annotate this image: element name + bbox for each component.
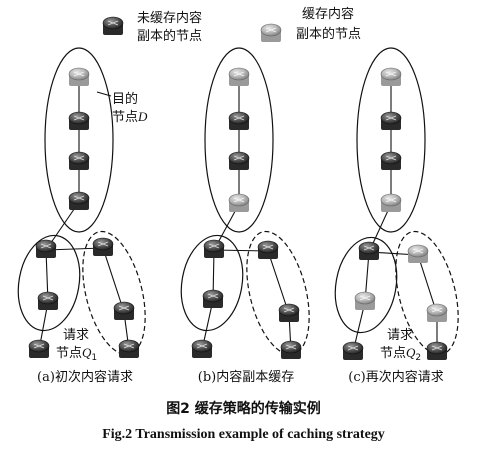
- request-a-label-line2: 节点Q1: [56, 345, 97, 363]
- router-node-c2: [380, 151, 402, 171]
- router-node-b1: [228, 111, 250, 131]
- request-node-q1: [28, 339, 50, 359]
- path-ellipse-b: [204, 47, 274, 233]
- legend-uncached-label-line2: 副本的节点: [137, 28, 202, 44]
- request-path-ellipse-a: [17, 234, 81, 332]
- router-node-b8: [191, 339, 213, 359]
- request-c-label-line1: 请求: [387, 328, 413, 343]
- target-label-prefix: 节点: [112, 110, 138, 125]
- target-node-d-b: [228, 67, 250, 87]
- request-c-label-symbol: Q: [406, 345, 416, 360]
- target-node-d-c: [380, 67, 402, 87]
- router-node-a4: [35, 239, 57, 259]
- router-node-a1: [68, 111, 90, 131]
- router-node-a2: [68, 151, 90, 171]
- router-node-c8: [342, 341, 364, 361]
- router-node-c4: [358, 241, 380, 261]
- router-node-a7: [113, 301, 135, 321]
- cached-node-b3: [228, 193, 250, 213]
- router-node-b4: [203, 239, 225, 259]
- legend-uncached-label-line1: 未缓存内容: [137, 10, 202, 26]
- figure-caption-english: Fig.2 Transmission example of caching st…: [102, 427, 385, 442]
- router-node-a5: [92, 237, 114, 257]
- router-node-c1: [380, 111, 402, 131]
- router-node-b5: [257, 240, 279, 260]
- subcaption-b: (b)内容副本缓存: [198, 369, 294, 385]
- router-node-b2: [228, 151, 250, 171]
- cached-node-c5: [407, 244, 429, 264]
- request-c-label-prefix: 节点: [380, 346, 406, 361]
- legend-cached-node-icon: [260, 23, 282, 43]
- legend: 未缓存内容 副本的节点 缓存内容 副本的节点: [102, 6, 361, 44]
- figure-caption-chinese: 图2 缓存策略的传输实例: [166, 401, 321, 417]
- router-node-a6: [37, 291, 59, 311]
- legend-cached-label-line2: 副本的节点: [296, 26, 361, 42]
- panel-c: 请求 节点Q2 (c)再次内容请求: [334, 47, 459, 385]
- panel-b: (b)内容副本缓存: [180, 47, 310, 385]
- request-c-label-subscript: 2: [415, 353, 421, 363]
- target-label-symbol: D: [137, 109, 148, 124]
- router-node-b7: [278, 303, 300, 323]
- request-path-ellipse-b: [180, 234, 244, 332]
- subcaption-a: (a)初次内容请求: [37, 369, 133, 385]
- path-ellipse-a: [44, 47, 114, 233]
- subcaption-c: (c)再次内容请求: [348, 369, 443, 385]
- target-node-d-a: [68, 67, 90, 87]
- panel-a: 目的 节点D 请求 节点Q1 (a)初次内容请求: [17, 47, 148, 385]
- router-node-a3: [68, 191, 90, 211]
- request-node-q2: [426, 341, 448, 361]
- target-label-line2: 节点D: [112, 109, 148, 125]
- request-a-label-subscript: 1: [91, 353, 97, 363]
- request-a-label-symbol: Q: [82, 345, 92, 360]
- target-label-line1: 目的: [112, 91, 138, 107]
- router-node-a8: [118, 339, 140, 359]
- request-a-label-prefix: 节点: [56, 346, 82, 361]
- router-node-b9: [280, 340, 302, 360]
- request-a-label-line1: 请求: [63, 328, 89, 343]
- router-node-b6: [202, 289, 224, 309]
- legend-uncached-node-icon: [102, 16, 124, 36]
- request-c-label-line2: 节点Q2: [380, 345, 421, 363]
- cached-node-c7: [426, 303, 448, 323]
- cached-node-c6: [354, 291, 376, 311]
- cached-node-c3: [380, 193, 402, 213]
- request-path-ellipse-c: [334, 236, 398, 334]
- path-ellipse-c: [356, 47, 426, 233]
- legend-cached-label-line1: 缓存内容: [302, 6, 354, 22]
